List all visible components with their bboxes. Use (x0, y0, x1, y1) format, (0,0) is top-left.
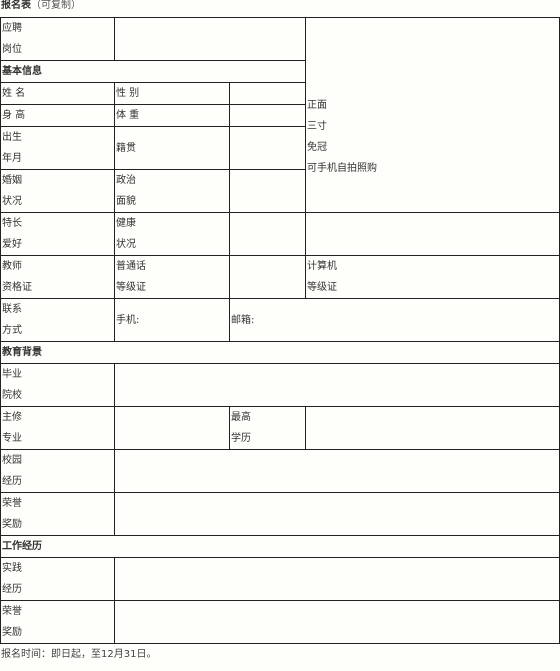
row-practice: 实践经历 (0, 557, 560, 601)
label-honor: 荣誉奖励 (0, 492, 115, 536)
section-education: 教育背景 (0, 341, 560, 364)
copyable-note: （可复制） (31, 0, 81, 11)
photo-line-2: 三寸 (307, 121, 327, 132)
row-name-gender: 姓 名 性 别 (0, 82, 560, 105)
registration-form-table: 应聘岗位 正面 三寸 免冠 可手机自拍照购 基本信息 姓 名 性 别 身 高 体… (0, 17, 560, 644)
row-position: 应聘岗位 正面 三寸 免冠 可手机自拍照购 (0, 17, 560, 213)
label-practice: 实践经历 (0, 557, 115, 601)
label-name: 姓 名 (0, 82, 115, 105)
field-email[interactable]: 邮箱: (229, 298, 560, 342)
field-practice[interactable] (114, 557, 560, 601)
field-school[interactable] (114, 363, 560, 407)
row-certificates: 教师资格证 普通话等级证 计算机等级证 (0, 255, 560, 299)
label-computer-cert: 计算机等级证 (305, 255, 560, 299)
label-gender: 性 别 (114, 82, 230, 105)
row-work-honor: 荣誉奖励 (0, 600, 560, 644)
row-birth-origin: 出生年月 籍贯 (0, 126, 560, 170)
label-mandarin-cert: 普通话等级证 (114, 255, 230, 299)
photo-line-1: 正面 (307, 100, 327, 111)
section-work: 工作经历 (0, 535, 560, 558)
field-work-honor[interactable] (114, 600, 560, 644)
photo-line-3: 免冠 (307, 142, 327, 153)
field-political[interactable] (229, 169, 306, 213)
label-weight: 体 重 (114, 104, 230, 127)
field-phone[interactable]: 手机: (114, 298, 230, 342)
field-honor[interactable] (114, 492, 560, 536)
label-campus: 校园经历 (0, 449, 115, 493)
label-position: 应聘岗位 (0, 17, 115, 61)
row-school: 毕业院校 (0, 363, 560, 407)
label-contact: 联系方式 (0, 298, 115, 342)
label-birth: 出生年月 (0, 126, 115, 170)
row-contact: 联系方式 手机: 邮箱: (0, 298, 560, 342)
field-campus[interactable] (114, 449, 560, 493)
label-teacher-cert: 教师资格证 (0, 255, 115, 299)
label-marriage: 婚姻状况 (0, 169, 115, 213)
photo-empty-cell (305, 212, 560, 256)
label-political: 政治面貌 (114, 169, 230, 213)
field-weight[interactable] (229, 104, 306, 127)
row-honor: 荣誉奖励 (0, 492, 560, 536)
label-work-honor: 荣誉奖励 (0, 600, 115, 644)
form-caption: 报名表（可复制） (0, 0, 560, 17)
row-campus: 校园经历 (0, 449, 560, 493)
field-major[interactable] (114, 406, 230, 450)
label-specialty: 特长爱好 (0, 212, 115, 256)
row-work-section: 工作经历 (0, 535, 560, 558)
registration-time-note: 报名时间：即日起，至12月31日。 (1, 649, 157, 660)
field-degree[interactable] (305, 406, 560, 450)
field-health[interactable] (229, 212, 306, 256)
label-degree: 最高学历 (229, 406, 306, 450)
photo-line-4: 可手机自拍照购 (307, 163, 377, 174)
label-health: 健康状况 (114, 212, 230, 256)
field-origin[interactable] (229, 126, 306, 170)
label-origin: 籍贯 (114, 126, 230, 170)
field-gender[interactable] (229, 82, 306, 105)
row-specialty-health: 特长爱好 健康状况 (0, 212, 560, 256)
field-position[interactable] (114, 17, 306, 61)
row-major-degree: 主修专业 最高学历 (0, 406, 560, 450)
form-title: 报名表 (1, 0, 31, 11)
field-mandarin-cert[interactable] (229, 255, 306, 299)
row-marriage-political: 婚姻状况 政治面貌 (0, 169, 560, 213)
photo-cell: 正面 三寸 免冠 可手机自拍照购 (305, 17, 560, 213)
row-edu-section: 教育背景 (0, 341, 560, 364)
section-basic: 基本信息 (0, 60, 306, 83)
label-major: 主修专业 (0, 406, 115, 450)
label-height: 身 高 (0, 104, 115, 127)
label-school: 毕业院校 (0, 363, 115, 407)
